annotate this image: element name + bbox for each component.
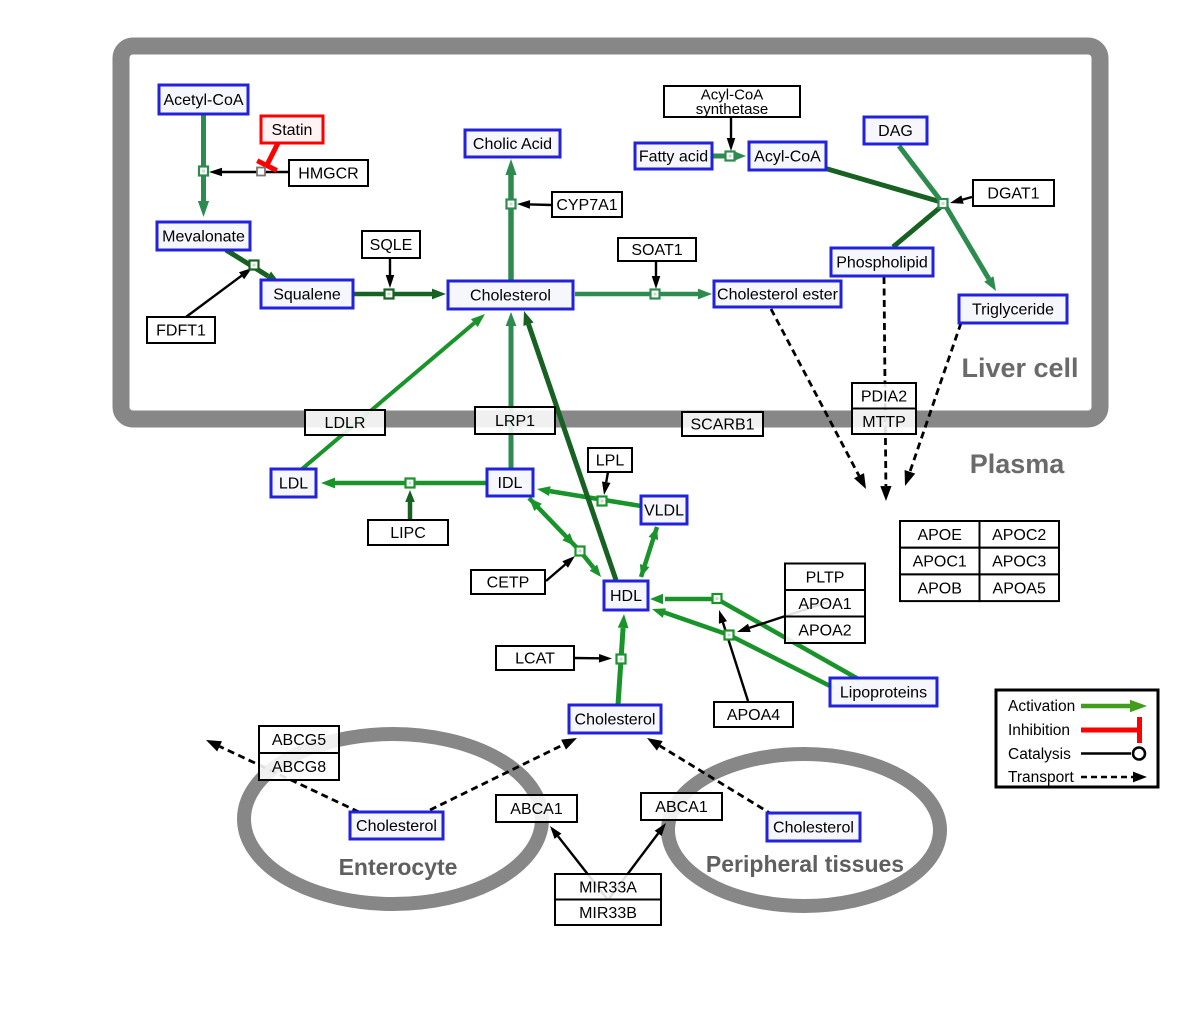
- svg-text:Cholesterol: Cholesterol: [575, 712, 656, 729]
- svg-text:ABCA1: ABCA1: [510, 801, 563, 818]
- svg-text:HDL: HDL: [610, 588, 642, 605]
- svg-text:ABCG5: ABCG5: [272, 732, 326, 749]
- svg-text:APOC3: APOC3: [992, 554, 1046, 571]
- svg-text:HMGCR: HMGCR: [298, 166, 358, 183]
- svg-text:Acetyl-CoA: Acetyl-CoA: [163, 92, 243, 109]
- svg-text:APOC2: APOC2: [992, 527, 1046, 544]
- svg-text:APOC1: APOC1: [913, 554, 967, 571]
- svg-text:LDLR: LDLR: [325, 415, 366, 432]
- svg-text:MTTP: MTTP: [862, 414, 906, 431]
- svg-text:Peripheral tissues: Peripheral tissues: [706, 851, 904, 877]
- svg-text:Cholesterol ester: Cholesterol ester: [717, 287, 839, 304]
- svg-text:Acyl-CoA: Acyl-CoA: [754, 149, 821, 166]
- svg-text:Transport: Transport: [1008, 769, 1074, 786]
- svg-text:Cholesterol: Cholesterol: [773, 820, 854, 837]
- svg-text:Cholesterol: Cholesterol: [356, 818, 437, 835]
- svg-text:MIR33B: MIR33B: [579, 905, 637, 922]
- svg-text:PDIA2: PDIA2: [861, 388, 907, 405]
- svg-text:DAG: DAG: [878, 123, 913, 140]
- svg-text:Enterocyte: Enterocyte: [339, 854, 458, 880]
- svg-text:CYP7A1: CYP7A1: [556, 197, 617, 214]
- svg-text:CETP: CETP: [487, 575, 530, 592]
- svg-text:Triglyceride: Triglyceride: [972, 302, 1054, 319]
- svg-text:APOB: APOB: [917, 580, 961, 597]
- svg-text:SQLE: SQLE: [370, 237, 413, 254]
- svg-text:IDL: IDL: [498, 475, 523, 492]
- svg-text:Plasma: Plasma: [970, 449, 1066, 479]
- svg-text:Squalene: Squalene: [273, 287, 341, 304]
- svg-text:PLTP: PLTP: [806, 569, 845, 586]
- svg-text:ABCA1: ABCA1: [655, 799, 708, 816]
- svg-text:SOAT1: SOAT1: [631, 242, 682, 259]
- svg-text:MIR33A: MIR33A: [579, 879, 637, 896]
- svg-text:Phospholipid: Phospholipid: [836, 255, 928, 272]
- svg-text:APOA5: APOA5: [993, 580, 1046, 597]
- svg-text:Cholic Acid: Cholic Acid: [473, 136, 552, 153]
- svg-text:APOA2: APOA2: [798, 622, 851, 639]
- svg-text:LPL: LPL: [596, 453, 625, 470]
- svg-text:ABCG8: ABCG8: [272, 759, 326, 776]
- svg-text:LIPC: LIPC: [390, 525, 426, 542]
- svg-text:LCAT: LCAT: [515, 651, 555, 668]
- svg-text:Statin: Statin: [272, 122, 313, 139]
- svg-text:APOA4: APOA4: [727, 707, 780, 724]
- svg-text:APOE: APOE: [917, 527, 961, 544]
- svg-text:Fatty acid: Fatty acid: [639, 149, 708, 166]
- svg-text:Lipoproteins: Lipoproteins: [840, 685, 927, 702]
- svg-text:APOA1: APOA1: [798, 596, 851, 613]
- svg-text:Inhibition: Inhibition: [1008, 722, 1070, 739]
- svg-text:Liver cell: Liver cell: [961, 353, 1078, 383]
- svg-text:Mevalonate: Mevalonate: [162, 229, 245, 246]
- svg-text:DGAT1: DGAT1: [987, 186, 1039, 203]
- svg-text:synthetase: synthetase: [696, 101, 769, 118]
- svg-text:VLDL: VLDL: [644, 503, 684, 520]
- svg-text:LRP1: LRP1: [495, 413, 535, 430]
- svg-text:LDL: LDL: [279, 476, 308, 493]
- svg-text:Catalysis: Catalysis: [1008, 746, 1071, 763]
- svg-text:SCARB1: SCARB1: [690, 417, 754, 434]
- svg-text:Cholesterol: Cholesterol: [470, 288, 551, 305]
- svg-text:FDFT1: FDFT1: [156, 323, 206, 340]
- svg-text:Activation: Activation: [1008, 698, 1075, 715]
